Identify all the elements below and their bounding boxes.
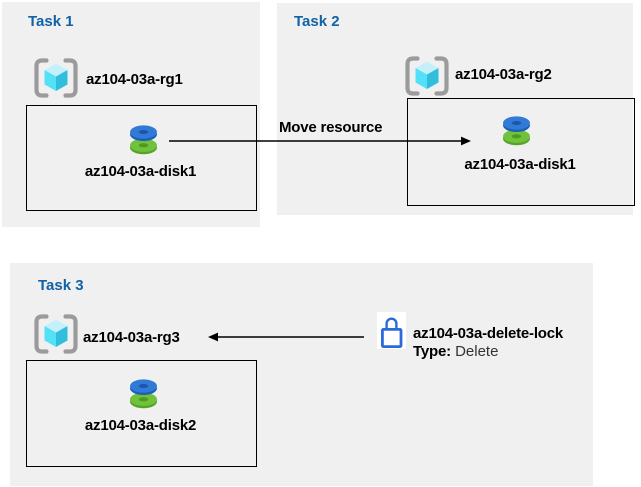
lock-plate [377,312,406,349]
disk-icon [130,125,157,155]
task1-title: Task 1 [28,13,74,30]
disk-icon [503,116,530,146]
resource-group-label: az104-03a-rg1 [86,71,183,88]
task3-panel [10,263,593,486]
resource-label: az104-03a-disk2 [84,417,197,434]
task3-resource-box [26,360,257,467]
delete-lock-name: az104-03a-delete-lock [413,325,564,342]
resource-group-icon [34,58,78,98]
task3-title: Task 3 [38,277,84,294]
task1-resource-box [26,105,257,211]
resource-label: az104-03a-disk1 [464,156,576,173]
lock-icon [381,317,403,349]
resource-group-icon [405,56,449,96]
delete-lock-type: Type: Delete [413,343,563,361]
resource-label: az104-03a-disk1 [84,163,197,180]
task2-title: Task 2 [294,13,340,30]
task1-panel [2,2,260,227]
delete-lock-caption: az104-03a-delete-lock Type: Delete [413,325,563,361]
resource-group-label: az104-03a-rg3 [83,329,180,346]
task2-panel [277,3,633,215]
resource-group-label: az104-03a-rg2 [455,66,552,83]
disk-icon [130,379,157,409]
task2-resource-box [407,98,635,206]
lock-type-label: Type: [413,343,451,360]
lock-type-value-text: Delete [455,343,499,360]
move-resource-label: Move resource [279,119,383,136]
resource-group-icon [34,314,78,354]
